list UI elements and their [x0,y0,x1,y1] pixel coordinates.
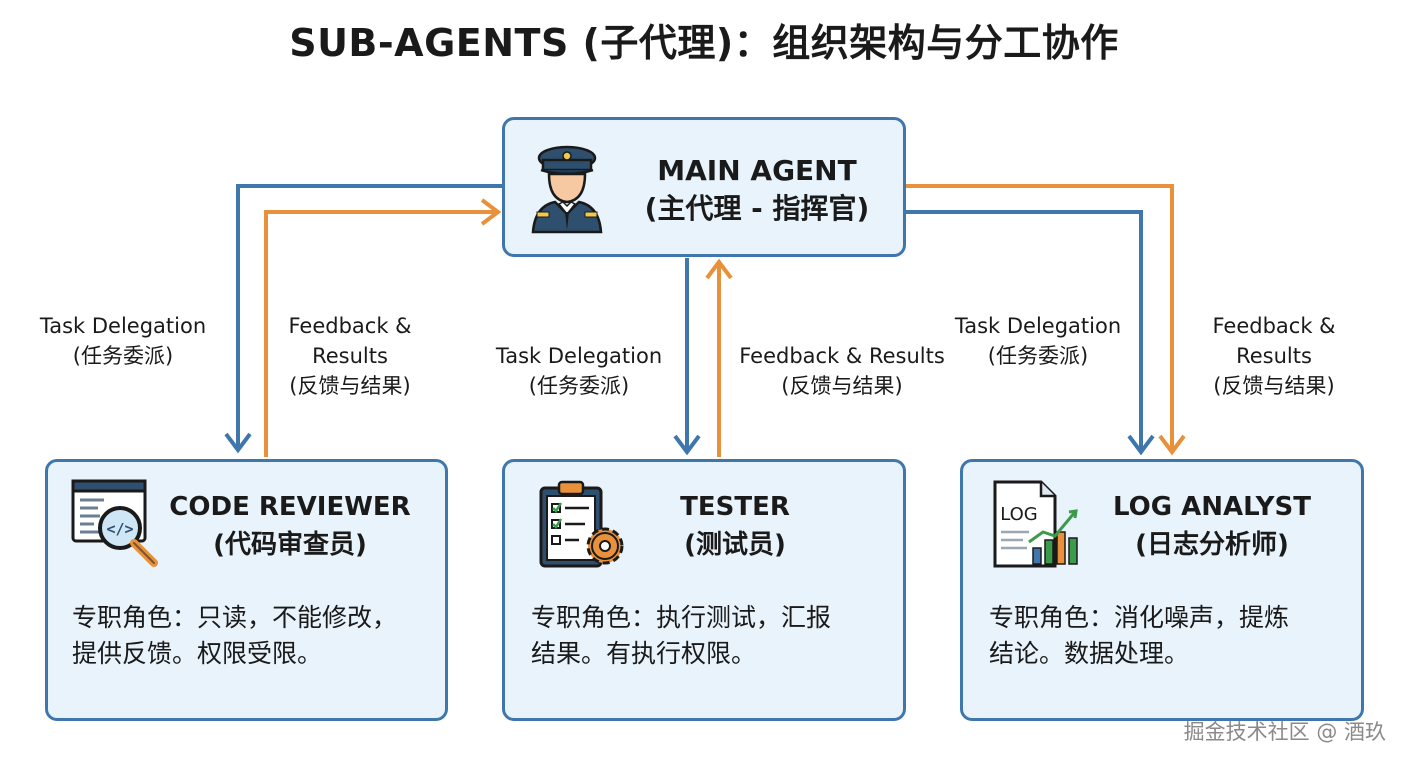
right-feedback-label-zh: (反馈与结果) [1213,374,1335,398]
log-analyst-name: LOG ANALYST [1113,492,1311,522]
left-feedback-arrowhead [480,198,502,226]
svg-text:</>: </> [106,520,133,538]
right-delegation-arrow [906,210,1143,450]
right-feedback-arrowhead [1158,434,1186,456]
left-delegation-label-en: Task Delegation [39,314,207,338]
code-reviewer-role-line1: 专职角色：只读，不能修改， [72,603,398,632]
checklist-gear-icon [539,480,624,568]
left-feedback-arrow [264,210,496,457]
right-delegation-label-zh: (任务委派) [987,344,1089,368]
center-feedback-label-zh: (反馈与结果) [781,374,903,398]
center-delegation-label-en: Task Delegation [495,344,663,368]
code-reviewer-box: </> CODE REVIEWER (代码审查员) 专职角色：只读，不能修改， … [45,459,448,721]
log-analyst-role-line1: 专职角色：消化噪声，提炼 [989,603,1290,632]
right-feedback-label: Feedback & Results (反馈与结果) [1194,311,1354,401]
right-delegation-label: Task Delegation (任务委派) [936,311,1140,371]
code-reviewer-role-line2: 提供反馈。权限受限。 [72,639,323,668]
right-feedback-label-en1: Feedback & [1212,314,1336,338]
center-delegation-label: Task Delegation (任务委派) [478,341,680,401]
code-magnifier-icon: </> [71,479,158,567]
left-feedback-label: Feedback & Results (反馈与结果) [270,311,430,401]
log-chart-icon: LOG [993,480,1078,568]
tester-box: TESTER (测试员) 专职角色：执行测试，汇报 结果。有执行权限。 [502,459,906,721]
left-delegation-arrowhead [224,432,252,454]
right-feedback-arrow [906,184,1174,450]
center-feedback-arrowhead [705,258,733,280]
log-analyst-subtitle: (日志分析师) [1135,530,1289,560]
tester-role-line1: 专职角色：执行测试，汇报 [531,603,832,632]
center-feedback-label-en: Feedback & Results [739,344,945,368]
tester-subtitle: (测试员) [684,530,786,560]
tester-name: TESTER [680,492,790,522]
diagram-title: SUB-AGENTS (子代理)：组织架构与分工协作 [289,21,1119,65]
center-feedback-label: Feedback & Results (反馈与结果) [724,341,960,401]
watermark: 掘金技术社区 @ 酒玖 [1183,720,1386,744]
left-delegation-label: Task Delegation (任务委派) [20,311,226,371]
left-feedback-label-zh: (反馈与结果) [289,374,411,398]
center-delegation-arrowhead [673,434,701,456]
code-reviewer-subtitle: (代码审查员) [213,530,367,560]
log-analyst-role-line2: 结论。数据处理。 [989,639,1190,668]
right-delegation-label-en: Task Delegation [954,314,1122,338]
left-delegation-label-zh: (任务委派) [72,344,174,368]
main-agent-name: MAIN AGENT [657,154,857,187]
log-analyst-box: LOG LOG ANALYST (日志分析师) 专职角色：消化噪声，提炼 结论。… [960,459,1364,721]
left-feedback-label-en1: Feedback & [288,314,412,338]
right-feedback-label-en2: Results [1236,344,1312,368]
right-delegation-arrowhead [1127,434,1155,456]
code-reviewer-name: CODE REVIEWER [169,492,411,522]
left-feedback-label-en2: Results [312,344,388,368]
main-agent-box: MAIN AGENT (主代理 - 指挥官) [502,117,906,257]
svg-text:LOG: LOG [1000,504,1038,525]
center-delegation-label-zh: (任务委派) [528,374,630,398]
officer-icon [531,145,603,234]
main-agent-subtitle: (主代理 - 指挥官) [644,192,870,225]
tester-role-line2: 结果。有执行权限。 [531,639,757,668]
left-delegation-arrow [236,184,502,448]
